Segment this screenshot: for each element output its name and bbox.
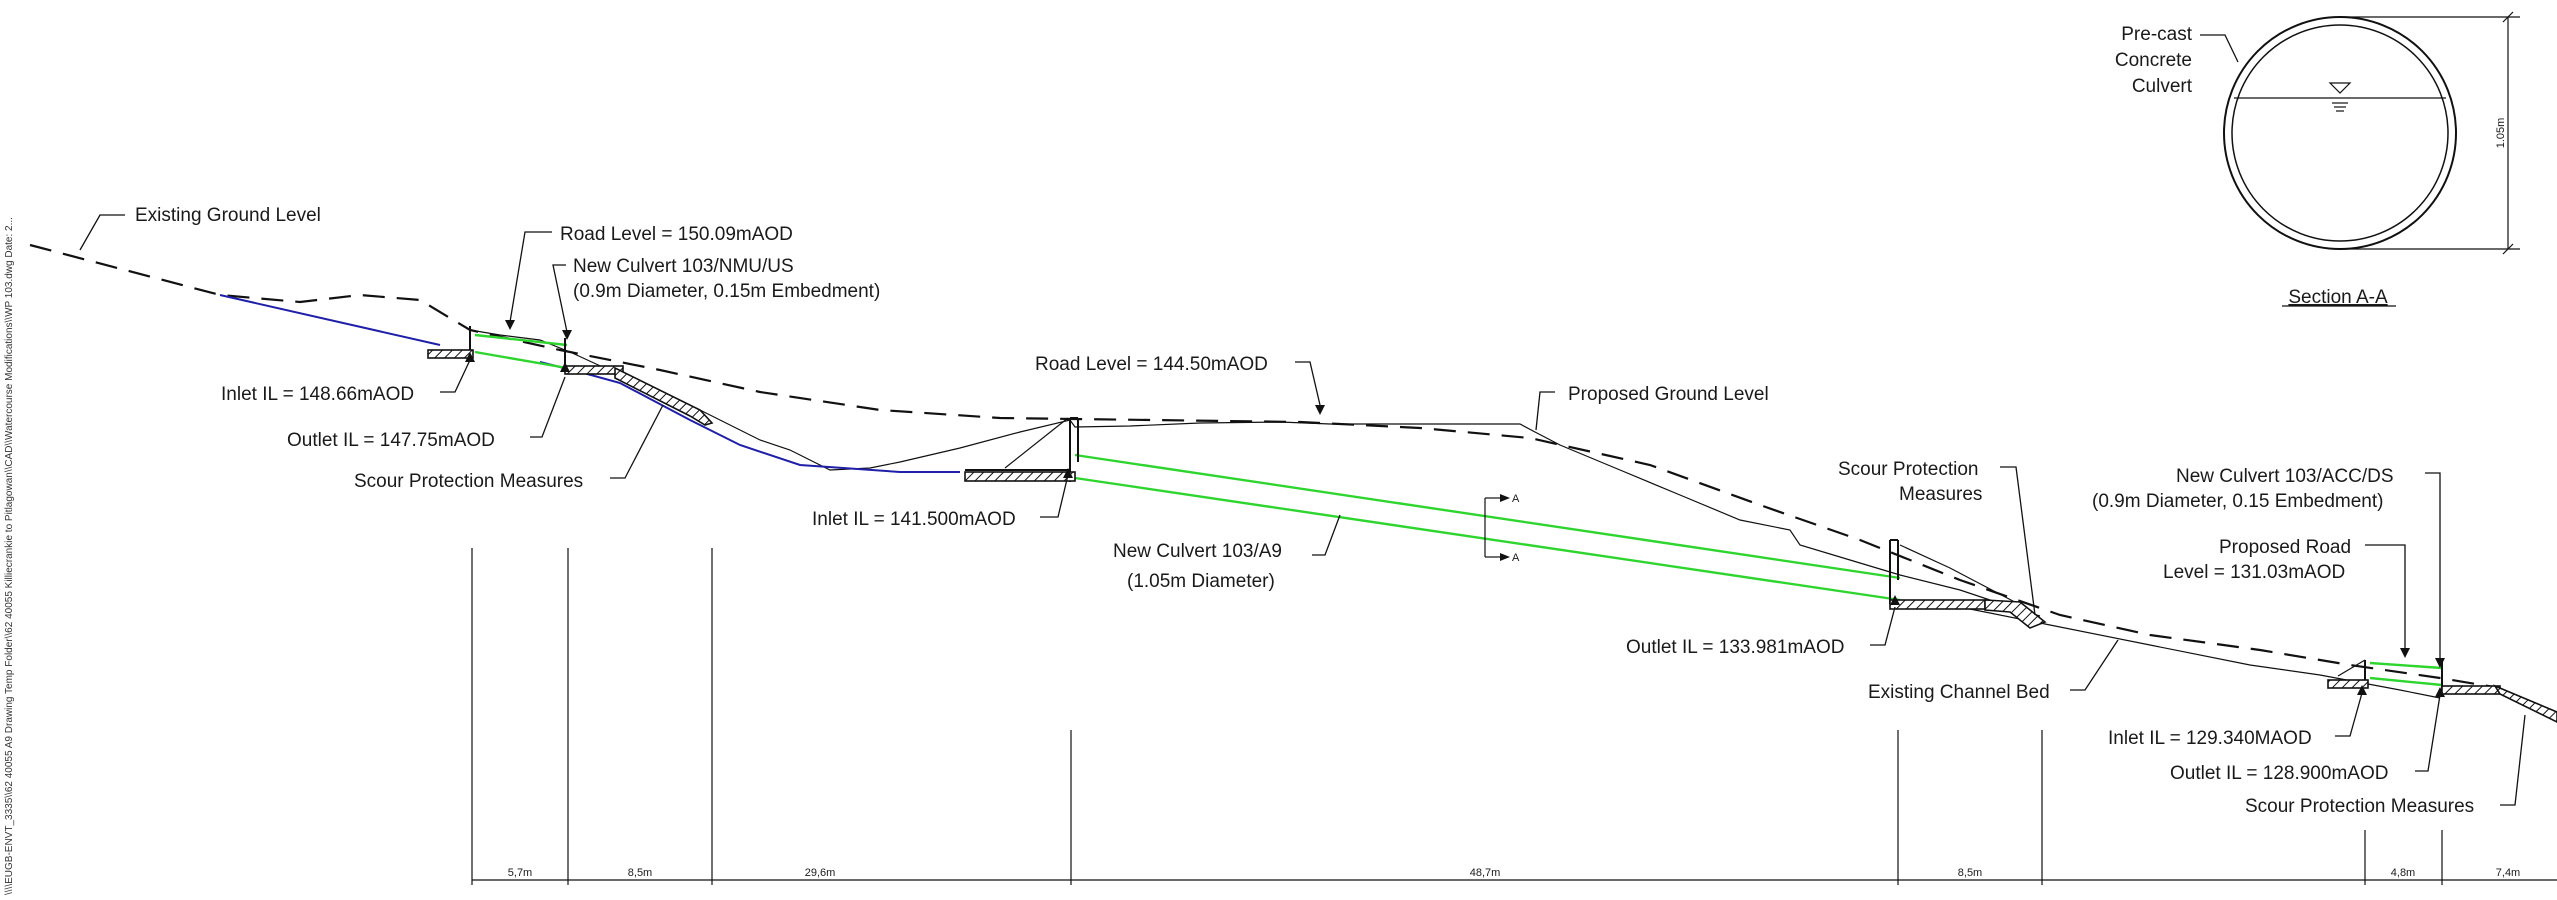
proposed-road-label-1: Proposed Road [2219,537,2351,558]
culvert-a9-label-2: (1.05m Diameter) [1127,571,1275,592]
water-level-symbol [2328,82,2352,94]
section-a-a-detail: 1.05m Pre-cast Concrete Culvert Section … [2115,11,2520,308]
outlet-level-label-2: Outlet IL = 133.981mAOD [1626,637,1844,658]
section-marker-label-bottom: A [1512,552,1520,564]
proposed-ground-label: Proposed Ground Level [1568,384,1769,405]
dimension-3: 29,6m [805,867,836,879]
outlet-level-label-1: Outlet IL = 147.75mAOD [287,430,495,451]
culvert-acc-label-1: New Culvert 103/ACC/DS [2176,466,2394,487]
section-title: Section A-A [2288,287,2388,308]
culvert-nmu-us [427,326,714,426]
culvert-nmu-label-2: (0.9m Diameter, 0.15m Embedment) [573,281,880,302]
section-cut-marker: A A [1484,493,1520,564]
existing-ground-line [29,243,2501,690]
road-level-label-2: Road Level = 144.50mAOD [1035,354,1268,375]
dimension-7: 7,4m [2496,867,2520,879]
section-caption-2: Concrete [2115,50,2192,71]
culvert-acc-label-2: (0.9m Diameter, 0.15 Embedment) [2092,491,2383,512]
culvert-nmu-label-1: New Culvert 103/NMU/US [573,256,794,277]
culvert-a9 [964,417,2047,629]
annotation-labels: Existing Ground Level Road Level = 150.0… [135,205,2474,817]
channel-bed-label: Existing Channel Bed [1868,682,2050,703]
inlet-level-label-2: Inlet IL = 141.500mAOD [812,509,1016,530]
existing-ground-label: Existing Ground Level [135,205,321,226]
section-marker-label-top: A [1512,493,1520,505]
inlet-level-label-3: Inlet IL = 129.340MAOD [2108,728,2312,749]
dimension-6: 4,8m [2391,867,2415,879]
scour-protection-label-3: Scour Protection Measures [2245,796,2474,817]
section-caption-3: Culvert [2132,76,2193,97]
section-diameter-dimension: 1.05m [2495,118,2507,149]
section-caption-1: Pre-cast [2121,24,2192,45]
culvert-a9-label-1: New Culvert 103/A9 [1113,541,1282,562]
dimension-1: 5,7m [508,867,532,879]
leader-lines [79,214,2526,806]
culvert-inner-circle [2231,24,2449,242]
dimension-2: 8,5m [628,867,652,879]
scour-protection-label-2a: Scour Protection [1838,459,1978,480]
inlet-level-label-1: Inlet IL = 148.66mAOD [221,384,414,405]
file-path-text: \\\\EUGB-ENVT_3335\\62 40055 A9 Drawing … [4,217,15,895]
outlet-level-label-3: Outlet IL = 128.900mAOD [2170,763,2388,784]
road-level-label-1: Road Level = 150.09mAOD [560,224,793,245]
dimension-4: 48,7m [1470,867,1501,879]
culvert-acc-ds [2327,659,2557,723]
proposed-road-label-2: Level = 131.03mAOD [2163,562,2345,583]
culvert-outer-circle [2223,16,2457,250]
dimension-5: 8,5m [1958,867,1982,879]
scour-protection-label-1: Scour Protection Measures [354,471,583,492]
dimension-chain: 5,7m 8,5m 29,6m 48,7m 8,5m 4,8m 7,4m [471,548,2557,885]
scour-protection-label-2b: Measures [1899,484,1982,505]
